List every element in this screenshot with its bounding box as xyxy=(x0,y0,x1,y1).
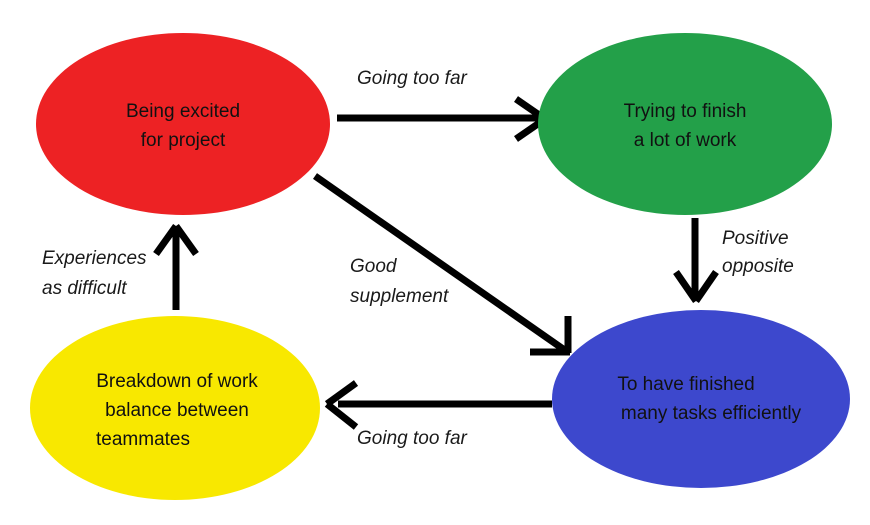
node-to-have-finished[interactable]: To have finished many tasks efficiently xyxy=(552,310,850,488)
edge-excited-to-finished-label-line-2: supplement xyxy=(350,286,449,307)
node-to-have-finished-shape xyxy=(552,310,850,488)
edge-finished-to-breakdown[interactable]: Going too far xyxy=(324,380,552,449)
node-trying-to-finish-label-line-2: a lot of work xyxy=(634,130,737,151)
edge-breakdown-to-excited[interactable]: Experiences as difficult xyxy=(42,223,199,310)
node-being-excited[interactable]: Being excited for project xyxy=(36,33,330,215)
edge-trying-to-finished-arrowhead-right xyxy=(693,270,719,303)
edge-breakdown-to-excited-arrowhead-right xyxy=(173,223,199,257)
node-to-have-finished-label-line-1: To have finished xyxy=(617,374,754,395)
node-trying-to-finish-label-line-1: Trying to finish xyxy=(624,101,747,122)
edge-breakdown-to-excited-label-line-2: as difficult xyxy=(42,278,127,299)
node-breakdown-of-work-label-line-2: balance between xyxy=(105,400,249,421)
edge-excited-to-finished[interactable]: Good supplement xyxy=(312,173,572,356)
edge-finished-to-breakdown-arrowhead-upper xyxy=(324,380,359,407)
node-being-excited-shape xyxy=(36,33,330,215)
edge-excited-to-finished-label-line-1: Good xyxy=(350,256,398,277)
edge-breakdown-to-excited-label-line-1: Experiences xyxy=(42,248,147,269)
edge-excited-to-trying[interactable]: Going too far xyxy=(337,68,547,142)
edge-finished-to-breakdown-arrowhead-lower xyxy=(324,401,359,430)
edge-excited-to-finished-line xyxy=(312,173,569,354)
edge-trying-to-finished-label-line-2: opposite xyxy=(722,256,794,277)
node-being-excited-label-line-2: for project xyxy=(141,130,226,151)
node-breakdown-of-work-shape xyxy=(30,316,320,500)
edge-trying-to-finished-arrowhead-left xyxy=(673,270,699,303)
edge-finished-to-breakdown-label: Going too far xyxy=(357,428,468,449)
node-breakdown-of-work-label-line-3: teammates xyxy=(96,429,190,450)
node-trying-to-finish[interactable]: Trying to finish a lot of work xyxy=(538,33,832,215)
edge-excited-to-trying-label: Going too far xyxy=(357,68,468,89)
edge-trying-to-finished[interactable]: Positive opposite xyxy=(673,218,794,303)
node-breakdown-of-work[interactable]: Breakdown of work balance between teamma… xyxy=(30,316,320,500)
node-breakdown-of-work-label-line-1: Breakdown of work xyxy=(96,371,258,392)
node-being-excited-label-line-1: Being excited xyxy=(126,101,240,122)
edge-breakdown-to-excited-arrowhead-left xyxy=(153,223,179,257)
node-trying-to-finish-shape xyxy=(538,33,832,215)
edge-trying-to-finished-label-line-1: Positive xyxy=(722,228,789,249)
node-to-have-finished-label-line-2: many tasks efficiently xyxy=(621,403,802,424)
